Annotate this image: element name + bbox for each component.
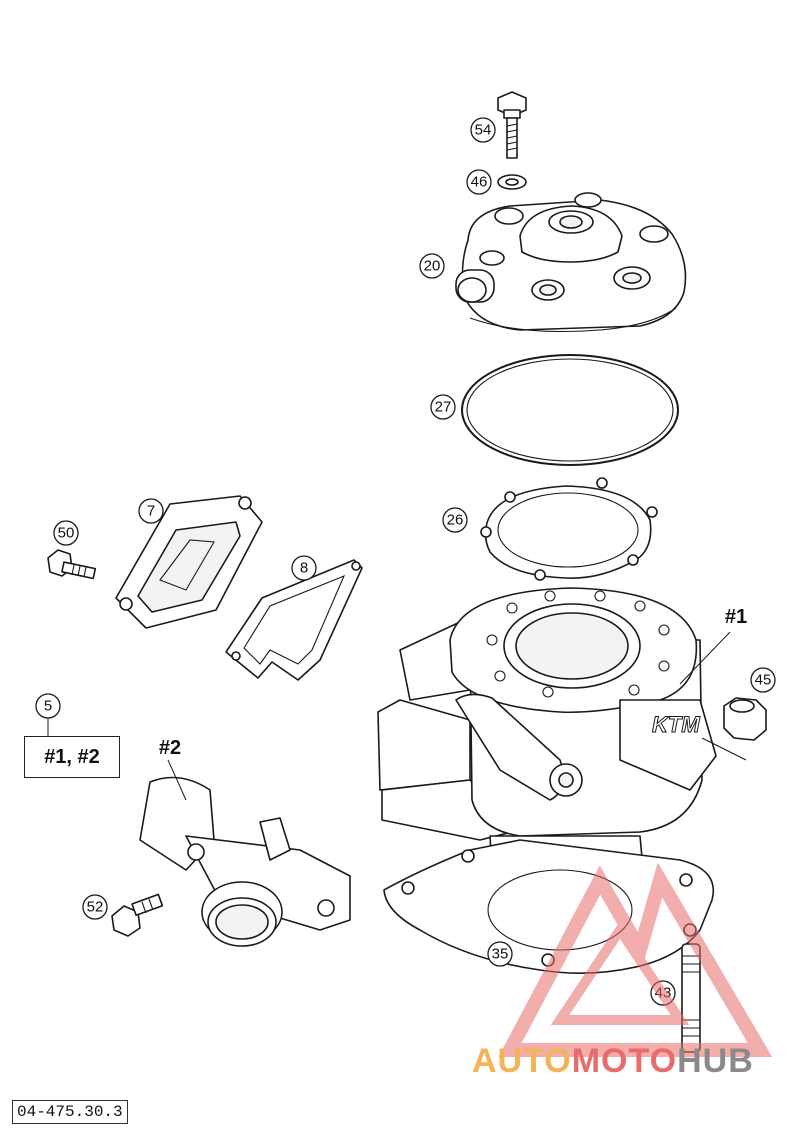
leader-45 xyxy=(701,737,747,761)
washer-part xyxy=(497,174,527,190)
svg-text:35: 35 xyxy=(492,946,509,963)
head-bolt-part xyxy=(497,91,527,159)
callout-27: 27 xyxy=(430,394,456,420)
svg-text:7: 7 xyxy=(147,503,155,520)
watermark-text: AUTOMOTOHUB xyxy=(472,1042,754,1081)
callout-46: 46 xyxy=(466,169,492,195)
o-ring-part xyxy=(461,354,679,466)
head-gasket-part xyxy=(480,477,658,581)
exhaust-flange-part xyxy=(139,776,351,947)
watermark-text-moto: MOTO xyxy=(571,1042,678,1080)
callout-26: 26 xyxy=(442,507,468,533)
svg-text:50: 50 xyxy=(58,525,75,542)
callout-20: 20 xyxy=(419,253,445,279)
svg-text:27: 27 xyxy=(435,399,452,416)
callout-50: 50 xyxy=(53,520,79,546)
watermark-text-hub: HUB xyxy=(677,1042,754,1080)
drawing-number: 04-475.30.3 xyxy=(12,1100,128,1124)
stud-part xyxy=(681,943,701,1053)
flange-bolt-part xyxy=(111,893,164,937)
nut-part xyxy=(723,697,767,741)
callout-45: 45 xyxy=(750,667,776,693)
reed-valve-housing-part xyxy=(115,495,263,629)
callout-52: 52 xyxy=(82,894,108,920)
svg-text:8: 8 xyxy=(300,560,308,577)
reference-label-1: #1 xyxy=(725,606,747,628)
svg-text:KTM: KTM xyxy=(652,712,700,737)
callout-35: 35 xyxy=(487,941,513,967)
reed-bolt-part xyxy=(47,549,97,580)
callout-8: 8 xyxy=(291,555,317,581)
svg-text:52: 52 xyxy=(87,899,104,916)
leader-ref-1 xyxy=(679,631,731,685)
cylinder-head-part xyxy=(455,192,687,333)
svg-text:26: 26 xyxy=(447,512,464,529)
svg-text:45: 45 xyxy=(755,672,772,689)
base-gasket-part xyxy=(383,839,714,974)
svg-text:54: 54 xyxy=(475,122,492,139)
callout-7: 7 xyxy=(138,498,164,524)
group-box: #1, #2 xyxy=(24,736,120,778)
callout-54: 54 xyxy=(470,117,496,143)
leader-ref-2 xyxy=(167,759,187,801)
svg-text:20: 20 xyxy=(424,258,441,275)
watermark-logo-icon xyxy=(498,862,773,1057)
svg-text:5: 5 xyxy=(44,698,52,715)
watermark-text-auto: AUTO xyxy=(472,1042,572,1080)
callout-5: 5 xyxy=(35,693,61,719)
reference-label-2: #2 xyxy=(159,737,181,759)
svg-text:46: 46 xyxy=(471,174,488,191)
reed-valve-gasket-part xyxy=(225,559,363,681)
